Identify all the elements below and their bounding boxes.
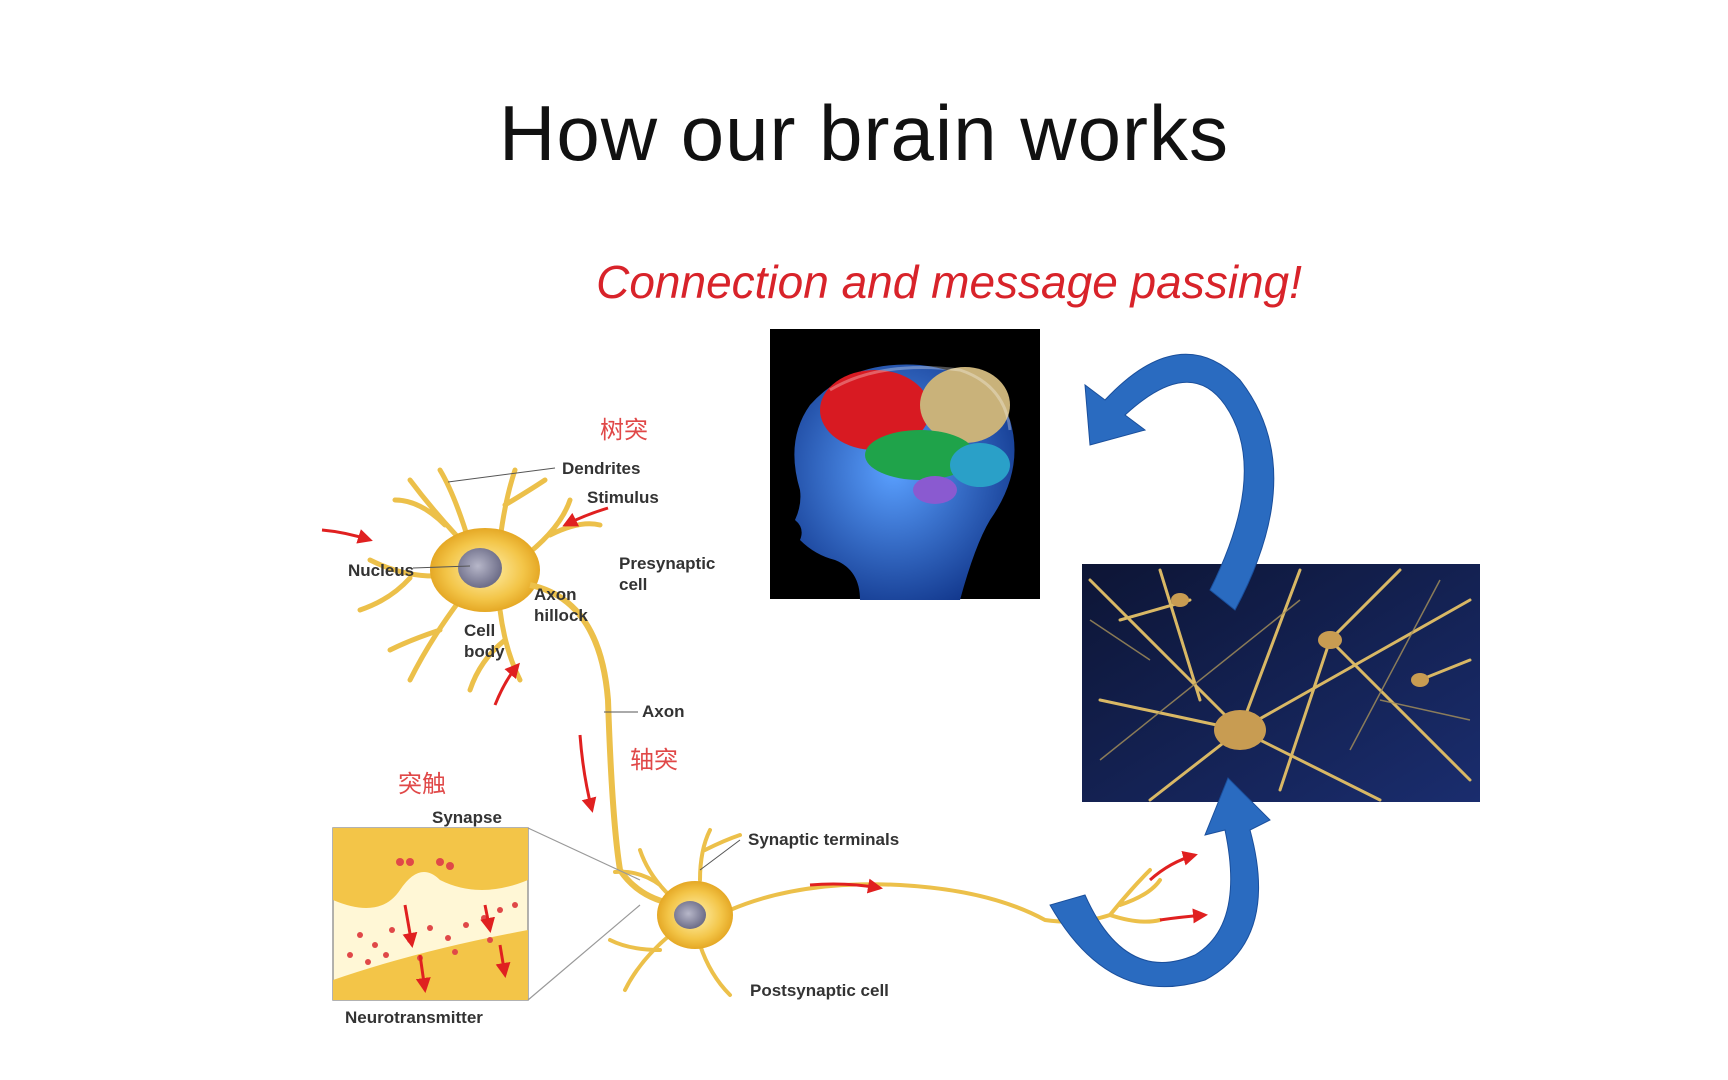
- synapse-cn-label: 突触: [398, 770, 446, 798]
- axon-cn-label: 轴突: [630, 746, 678, 774]
- nucleus-label: Nucleus: [348, 561, 415, 580]
- axon-path: [529, 582, 681, 908]
- nucleus-shape: [458, 548, 502, 588]
- presynaptic-label-line1: Presynaptic: [619, 554, 716, 573]
- cell-body-label: Cell body: [464, 620, 505, 662]
- curved-arrow-icon: [1049, 353, 1275, 988]
- synapse-inset: [332, 827, 641, 1001]
- presynaptic-label-line2: cell: [619, 575, 648, 594]
- brain-head-icon: [770, 329, 1040, 600]
- axon-hillock-label: Axon hillock: [534, 584, 588, 626]
- axon-hillock-line1: Axon: [534, 585, 577, 604]
- cell-body-line2: body: [464, 642, 505, 661]
- axon-hillock-line2: hillock: [534, 606, 588, 625]
- synapse-label: Synapse: [432, 808, 502, 827]
- slide-title: How our brain works: [499, 89, 1229, 177]
- neural-network-icon: [1082, 564, 1480, 802]
- dendrites-label: Dendrites: [562, 459, 641, 478]
- cell-body-line1: Cell: [464, 621, 496, 640]
- neurotransmitter-label: Neurotransmitter: [345, 1008, 483, 1027]
- presynaptic-label: Presynaptic cell: [619, 553, 715, 595]
- dendrites-cn-label: 树突: [600, 416, 648, 444]
- signal-arrows: [321, 506, 1208, 924]
- axon-label: Axon: [642, 702, 685, 721]
- slide-subtitle: Connection and message passing!: [596, 256, 1302, 308]
- synaptic-terminals-label: Synaptic terminals: [748, 830, 900, 849]
- stimulus-label: Stimulus: [587, 488, 659, 507]
- postsynaptic-cell-label: Postsynaptic cell: [750, 981, 889, 1000]
